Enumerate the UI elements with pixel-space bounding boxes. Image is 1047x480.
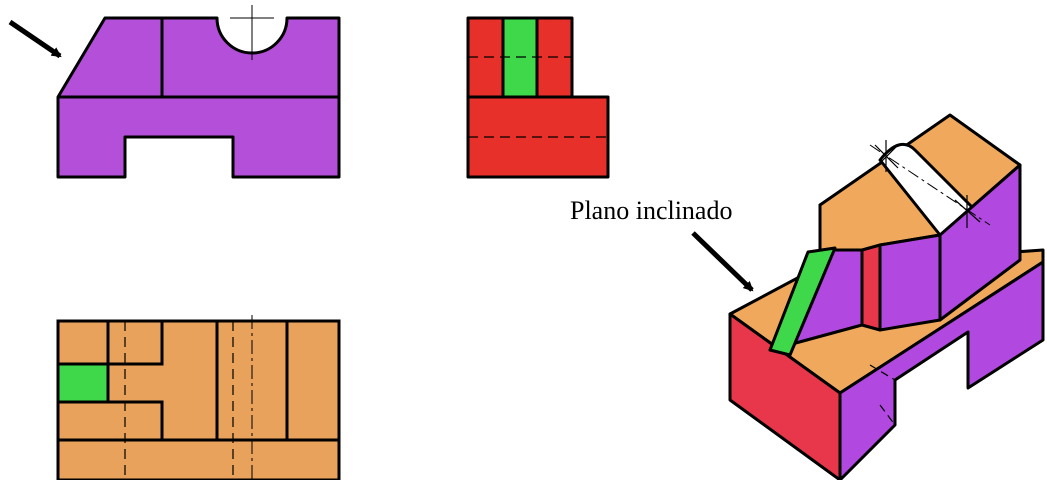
iso-inclined-plane: [768, 246, 837, 357]
top-view: [56, 315, 341, 480]
inclined-plane-label: Plano inclinado: [570, 196, 733, 225]
top-view-inclined-face: [56, 362, 110, 404]
iso-upper-inner-side: [878, 233, 942, 332]
front-view-arrow: [8, 19, 62, 59]
iso-hidden-2: [879, 404, 896, 426]
top-view-notch: [106, 321, 164, 440]
iso-hidden-1: [869, 364, 896, 381]
iso-upper-inner-front: [860, 243, 882, 332]
isometric-view: [728, 113, 1045, 480]
iso-base-front: [728, 312, 842, 480]
iso-base-side: [838, 260, 1045, 480]
side-view: [466, 16, 610, 179]
iso-centerline-1: [869, 144, 991, 226]
iso-arrow: [691, 231, 754, 292]
front-view: [56, 5, 341, 179]
